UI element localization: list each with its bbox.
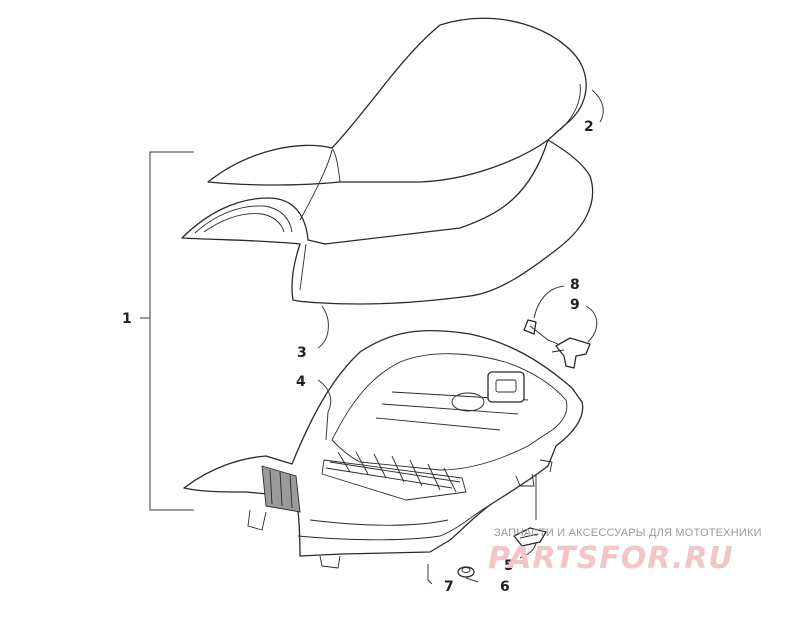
watermark-logo: PARTSFOR.RU — [488, 541, 734, 576]
leader-line-4 — [317, 379, 332, 441]
leader-line-7 — [427, 564, 433, 585]
callout-5: 5 — [504, 558, 514, 574]
callout-2: 2 — [584, 119, 594, 135]
seat-foam-part-3 — [181, 139, 594, 305]
callout-8: 8 — [570, 277, 580, 293]
latch-part-8 — [523, 319, 549, 341]
leader-line-2 — [591, 89, 604, 123]
callout-9: 9 — [570, 297, 580, 313]
seat-cover-part-2 — [207, 17, 587, 186]
grommet-part-6 — [457, 566, 475, 578]
watermark: ЗАПЧАСТИ И АКСЕССУАРЫ ДЛЯ МОТОТЕХНИКИ PA… — [488, 527, 762, 576]
bracket-part-9 — [547, 337, 591, 369]
leader-line-3 — [317, 305, 329, 349]
seat-pan-part-4 — [183, 329, 584, 569]
callout-3: 3 — [297, 345, 307, 361]
clip-part-5 — [513, 527, 547, 547]
callout-7: 7 — [444, 579, 454, 595]
leader-line-6 — [465, 577, 479, 583]
callout-4: 4 — [296, 374, 306, 390]
leader-line-9 — [585, 305, 598, 343]
assembly-bracket-part-1 — [140, 151, 194, 511]
callout-1: 1 — [122, 311, 132, 327]
callout-6: 6 — [500, 579, 510, 595]
leader-line-8 — [533, 285, 565, 319]
watermark-tagline: ЗАПЧАСТИ И АКСЕССУАРЫ ДЛЯ МОТОТЕХНИКИ — [494, 527, 762, 539]
leader-line-5 — [519, 474, 537, 559]
